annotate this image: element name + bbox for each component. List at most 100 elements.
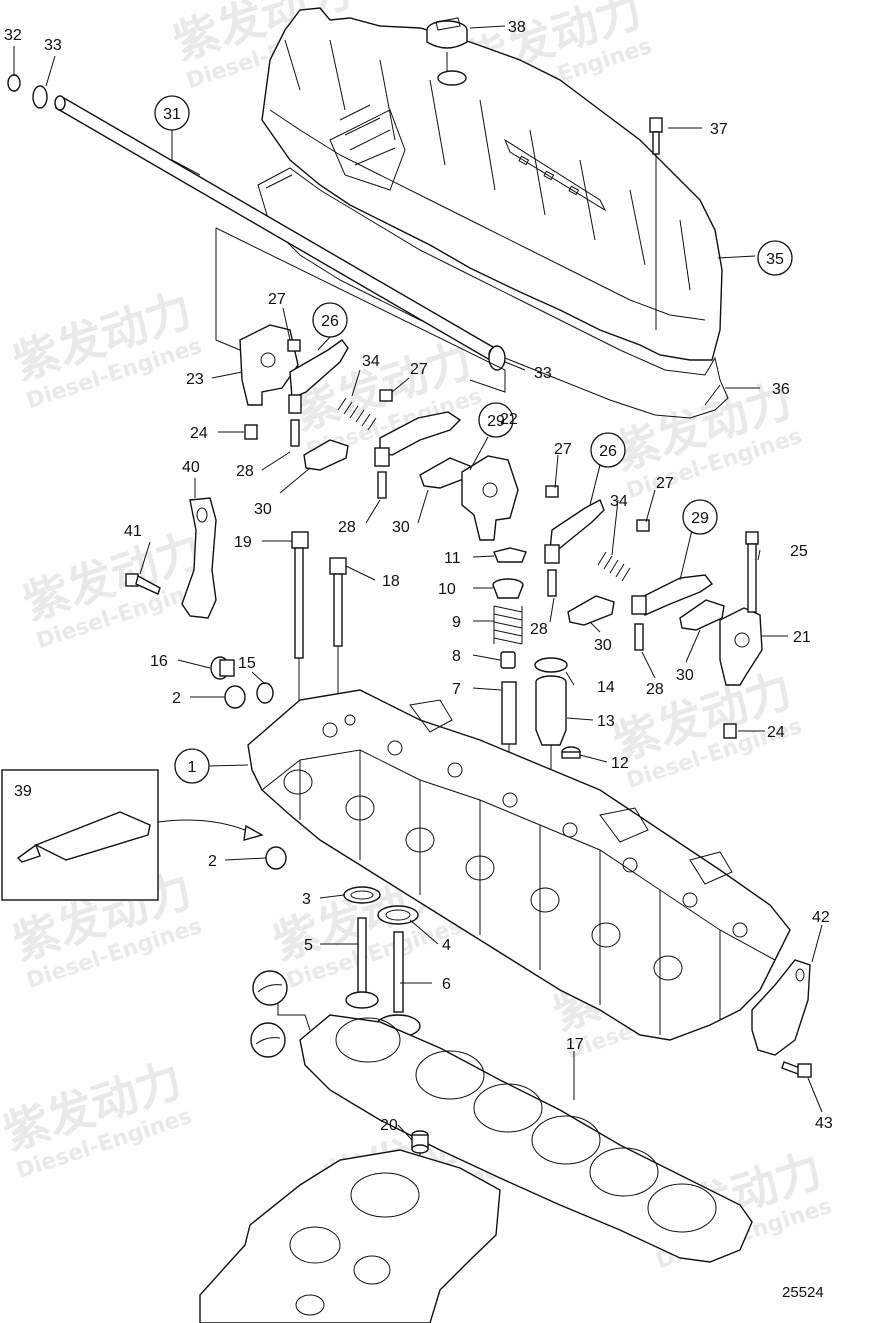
callout-27-d: 27 <box>656 475 674 492</box>
nut-27-c <box>545 485 559 498</box>
callout-14: 14 <box>597 679 615 696</box>
dowel-pin-20 <box>411 1130 429 1185</box>
nut-27-a <box>287 339 301 352</box>
callout-39: 39 <box>14 783 32 800</box>
callout-35: 35 <box>766 251 784 268</box>
callout-2-bottom: 2 <box>208 853 217 870</box>
seal-2-bottom <box>265 846 287 870</box>
callout-13: 13 <box>597 713 615 730</box>
adjust-screw-28-b <box>377 471 387 499</box>
callout-12: 12 <box>611 755 629 772</box>
bushing-24-bottom <box>723 723 737 739</box>
callout-29-left: 29 <box>487 413 505 430</box>
valve-keepers-11 <box>493 547 527 563</box>
valve-cover-gasket <box>257 167 729 419</box>
sealant-inset <box>1 769 264 901</box>
callout-24-bottom: 24 <box>767 724 785 741</box>
callout-41: 41 <box>124 523 142 540</box>
callout-20: 20 <box>380 1117 398 1134</box>
callout-22: 22 <box>500 411 518 428</box>
rocker-arm-26-right <box>544 499 605 564</box>
rocker-spring-34-left <box>337 397 377 431</box>
callout-9: 9 <box>452 614 461 631</box>
valve-seat-4 <box>377 905 419 925</box>
callout-32: 32 <box>4 27 22 44</box>
watermark-3: 紫发动力 Diesel-Engines <box>7 282 206 414</box>
spring-retainer-10 <box>492 578 524 599</box>
callout-26-left: 26 <box>321 313 339 330</box>
callout-16: 16 <box>150 653 168 670</box>
cylinder-head <box>247 689 791 1041</box>
cover-bolt <box>649 117 663 330</box>
callout-7: 7 <box>452 681 461 698</box>
callout-27-a: 27 <box>268 291 286 308</box>
rocker-arm-26-left <box>288 339 349 414</box>
callout-43: 43 <box>815 1115 833 1132</box>
seal-15 <box>256 682 274 704</box>
oil-filler-cap <box>426 17 468 72</box>
callout-bubble-26-left <box>312 302 348 338</box>
adjust-screw-28-d <box>634 623 644 651</box>
callout-10: 10 <box>438 581 456 598</box>
bridge-30-left-a <box>303 439 349 471</box>
callout-25: 25 <box>790 543 808 560</box>
bracket-bolt-41 <box>125 573 161 595</box>
callout-36: 36 <box>772 381 790 398</box>
nut-27-b <box>379 389 393 402</box>
nut-27-d <box>636 519 650 532</box>
callout-42: 42 <box>812 909 830 926</box>
head-bolt-19 <box>291 531 309 720</box>
callout-bubble-1 <box>174 748 210 784</box>
callout-labels: 32 33 31 38 37 35 36 33 26 27 34 27 23 2… <box>4 19 833 1134</box>
callout-6: 6 <box>442 976 451 993</box>
callout-18: 18 <box>382 573 400 590</box>
watermark-11: 紫发动力 Diesel-Engines <box>0 1052 195 1184</box>
rocker-spring-34-right <box>597 551 631 582</box>
callout-28-c: 28 <box>530 621 548 638</box>
callout-33-mid: 33 <box>534 365 552 382</box>
callout-21: 21 <box>793 629 811 646</box>
callout-bubble-31 <box>154 95 190 131</box>
callout-17: 17 <box>566 1036 584 1053</box>
rocker-bracket-front <box>239 324 299 406</box>
callout-5: 5 <box>304 937 313 954</box>
rocker-arm-29-left <box>374 411 462 467</box>
callout-15: 15 <box>238 655 256 672</box>
callout-34-right: 34 <box>610 493 628 510</box>
rocker-shaft <box>7 74 506 371</box>
callout-28-b: 28 <box>338 519 356 536</box>
callout-23: 23 <box>186 371 204 388</box>
rocker-arm-29-right <box>631 574 714 616</box>
detail-circles <box>250 970 311 1058</box>
callout-bubble-29-right <box>682 499 718 535</box>
lifting-bracket-42 <box>751 959 811 1056</box>
callout-8: 8 <box>452 648 461 665</box>
callout-19: 19 <box>234 534 252 551</box>
bridge-30-right-b <box>679 599 725 631</box>
callout-bubble-35 <box>757 240 793 276</box>
callout-38: 38 <box>508 19 526 36</box>
callout-30-c: 30 <box>594 637 612 654</box>
bracket-bolt-43 <box>781 1061 812 1078</box>
rocker-bolt-25 <box>745 531 759 613</box>
valve-seal-8 <box>500 651 516 669</box>
head-gasket <box>299 1014 753 1263</box>
assembly-frame <box>215 227 506 393</box>
callout-1: 1 <box>188 759 197 776</box>
callout-28-a: 28 <box>236 463 254 480</box>
valve-cover <box>261 7 723 361</box>
valve-5 <box>345 917 379 1009</box>
seal-2-top <box>224 685 246 709</box>
callout-bubble-26-right <box>590 432 626 468</box>
callout-34-left: 34 <box>362 353 380 370</box>
adjust-screw-28-a <box>290 419 300 447</box>
callout-2-top: 2 <box>172 690 181 707</box>
seal-ring-12 <box>561 746 581 759</box>
valve-spring-9 <box>493 605 523 645</box>
callout-33-top: 33 <box>44 37 62 54</box>
bridge-30-right-a <box>567 595 615 626</box>
callout-40: 40 <box>182 459 200 476</box>
watermark-6: 紫发动力 Diesel-Engines <box>17 522 216 654</box>
callout-30-d: 30 <box>676 667 694 684</box>
